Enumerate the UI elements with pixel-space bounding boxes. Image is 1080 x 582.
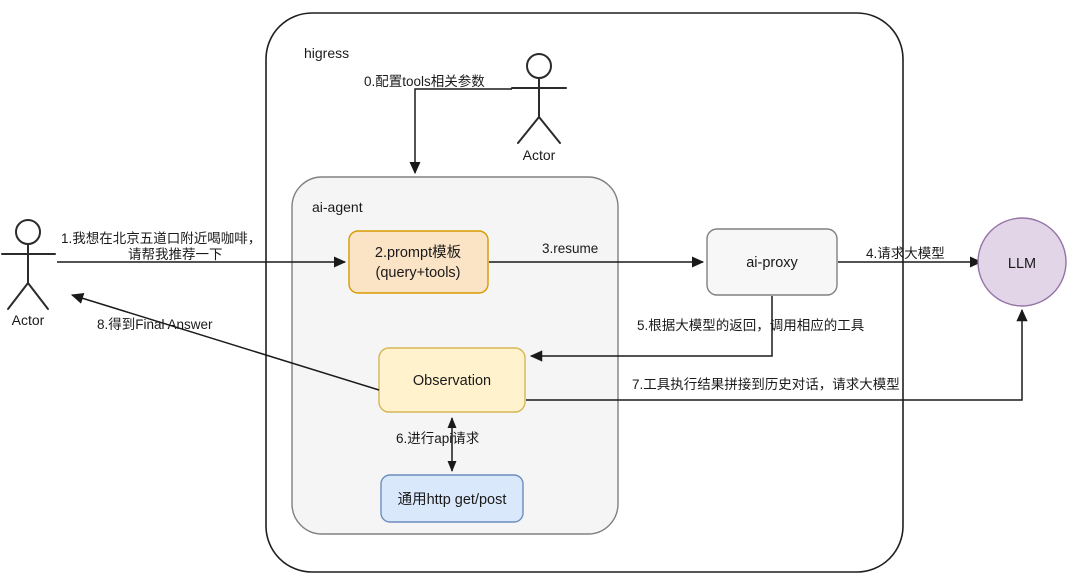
edge-step8: 8.得到Final Answer (70, 292, 380, 391)
observation-box (378, 347, 526, 413)
higress-boundary (265, 12, 904, 573)
prompt-template-box (348, 230, 489, 294)
actor-top-head-icon (526, 53, 552, 79)
actor-top-leg-right-icon (538, 116, 561, 144)
prompt-template-line1: 2.prompt模板 (375, 243, 462, 261)
edge-step4: 4.请求大模型 (838, 246, 983, 268)
edge-step6-label: 6.进行api请求 (396, 431, 480, 446)
http-tool-box (380, 474, 524, 523)
edge-step0-line (409, 88, 512, 175)
node-ai-proxy[interactable]: ai-proxy (706, 228, 838, 296)
edge-step3-label: 3.resume (542, 241, 598, 256)
llm-label: LLM (1008, 256, 1036, 272)
ai-proxy-label: ai-proxy (746, 255, 798, 271)
container-higress: higress (265, 12, 904, 573)
actor-top-leg-left-icon (517, 116, 540, 144)
node-llm[interactable]: LLM (977, 217, 1067, 307)
edge-step7: 7.工具执行结果拼接到历史对话，请求大模型 (526, 308, 1028, 401)
edge-step8-line (70, 292, 380, 391)
actor-left[interactable]: Actor (1, 219, 56, 328)
actor-left-leg-left-icon (7, 282, 29, 310)
edge-step8-label: 8.得到Final Answer (97, 316, 213, 332)
actor-left-leg-right-icon (27, 282, 49, 310)
edge-step3: 3.resume (489, 241, 705, 268)
node-observation[interactable]: Observation (378, 347, 526, 413)
ai-proxy-box (706, 228, 838, 296)
edge-step5-line (529, 296, 773, 362)
edge-step7-line (526, 308, 1028, 401)
llm-circle (977, 217, 1067, 307)
node-http-tool[interactable]: 通用http get/post (380, 474, 524, 523)
edge-step7-label: 7.工具执行结果拼接到历史对话，请求大模型 (632, 376, 900, 392)
edge-step5: 5.根据大模型的返回，调用相应的工具 (529, 296, 864, 362)
edge-step1-label-line2: 请帮我推荐一下 (128, 247, 223, 262)
edge-step1: 1.我想在北京五道口附近喝咖啡， 请帮我推荐一下 (57, 231, 347, 268)
edge-step5-label: 5.根据大模型的返回，调用相应的工具 (637, 317, 864, 333)
actor-left-head-icon (15, 219, 41, 245)
edge-step1-label-line1: 1.我想在北京五道口附近喝咖啡， (61, 231, 261, 246)
ai-agent-label: ai-agent (312, 199, 363, 215)
http-tool-label: 通用http get/post (398, 491, 507, 508)
node-prompt-template[interactable]: 2.prompt模板 (query+tools) (348, 230, 489, 294)
higress-label: higress (304, 45, 349, 61)
actor-left-label: Actor (12, 312, 45, 328)
edge-step6: 6.进行api请求 (396, 417, 480, 472)
edge-step0-label: 0.配置tools相关参数 (364, 73, 485, 89)
observation-label: Observation (413, 373, 491, 389)
actor-top-label: Actor (523, 147, 556, 163)
edge-step4-label: 4.请求大模型 (866, 246, 945, 261)
prompt-template-line2: (query+tools) (375, 265, 460, 281)
edge-step0: 0.配置tools相关参数 (364, 73, 512, 175)
actor-top[interactable]: Actor (511, 53, 567, 163)
